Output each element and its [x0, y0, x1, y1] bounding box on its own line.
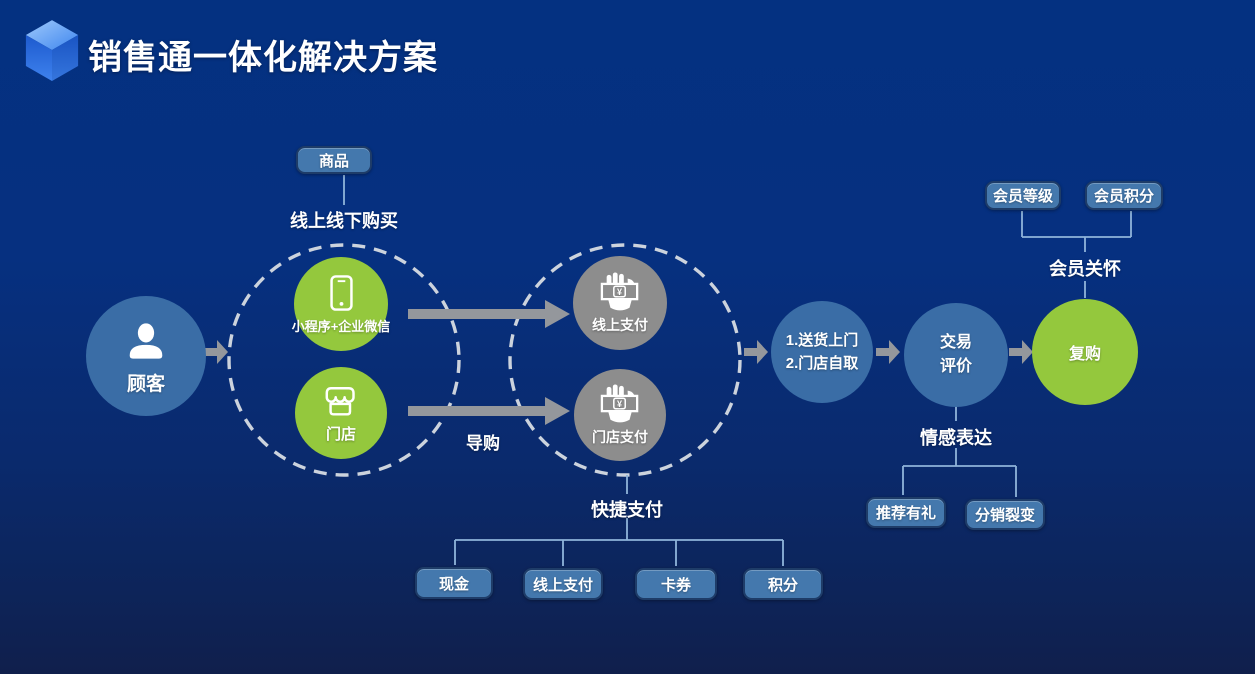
- quickpay-option-cash: 现金: [415, 567, 493, 599]
- emotion-connector: [902, 406, 1017, 497]
- review-node: 交易 评价: [904, 303, 1008, 407]
- arrow-store-to-storepay: [408, 397, 570, 425]
- store-pay-node: ¥ 门店支付: [574, 369, 666, 461]
- arrow-fulfillment-to-review: [876, 340, 900, 364]
- member-level-badge: 会员等级: [985, 181, 1061, 210]
- guide-label: 导购: [466, 434, 500, 453]
- miniprogram-label: 小程序+企业微信: [291, 319, 391, 334]
- miniprogram-node: 小程序+企业微信: [291, 257, 391, 351]
- page-title: 销售通一体化解决方案: [88, 39, 438, 77]
- payment-group-dashed-circle: [508, 243, 742, 477]
- store-pay-label: 门店支付: [592, 429, 648, 445]
- logo-cube-icon: [25, 20, 79, 81]
- store-label: 门店: [325, 426, 356, 443]
- referral-badge: 推荐有礼: [866, 497, 946, 528]
- fulfillment-node: 1.送货上门 2.门店自取: [771, 301, 873, 403]
- distribution-badge: 分销裂变: [965, 499, 1045, 530]
- svg-text:¥: ¥: [617, 399, 622, 409]
- arrow-customer-to-channels: [204, 340, 228, 364]
- quickpay-option-coupon: 卡券: [635, 568, 717, 600]
- repurchase-node: 复购: [1032, 299, 1138, 405]
- customer-node: 顾客: [86, 296, 206, 416]
- svg-text:¥: ¥: [617, 287, 622, 297]
- online-pay-label: 线上支付: [592, 317, 648, 333]
- hand-holding-cash-icon: ¥: [600, 272, 639, 311]
- quick-pay-label: 快捷支付: [591, 500, 663, 520]
- online-pay-node: ¥ 线上支付: [573, 256, 667, 350]
- emotion-label: 情感表达: [920, 428, 992, 448]
- repurchase-label: 复购: [1068, 346, 1101, 363]
- arrow-review-to-repurchase: [1009, 340, 1033, 364]
- channel-group-dashed-circle: [227, 243, 461, 477]
- quickpay-connector: [454, 475, 784, 566]
- member-care-label: 会员关怀: [1049, 259, 1121, 279]
- product-badge: 商品: [296, 146, 372, 174]
- arrow-payments-to-fulfillment: [744, 340, 768, 364]
- review-line2: 评价: [939, 358, 972, 375]
- smartphone-icon: [329, 275, 353, 311]
- customer-label: 顾客: [126, 373, 165, 395]
- fulfillment-line2: 2.门店自取: [785, 355, 859, 372]
- arrow-miniprogram-to-onlinepay: [408, 300, 570, 328]
- quickpay-option-points: 积分: [743, 568, 823, 600]
- purchase-annotation: 线上线下购买: [290, 211, 398, 231]
- fulfillment-line1: 1.送货上门: [785, 331, 859, 349]
- store-node: 门店: [295, 367, 387, 459]
- quickpay-option-online: 线上支付: [523, 568, 603, 600]
- review-line1: 交易: [939, 334, 972, 351]
- member-points-badge: 会员积分: [1085, 181, 1163, 210]
- storefront-icon: [325, 387, 355, 416]
- hand-holding-cash-icon: ¥: [600, 384, 639, 423]
- person-icon: [129, 322, 163, 359]
- member-bracket: [1021, 211, 1132, 298]
